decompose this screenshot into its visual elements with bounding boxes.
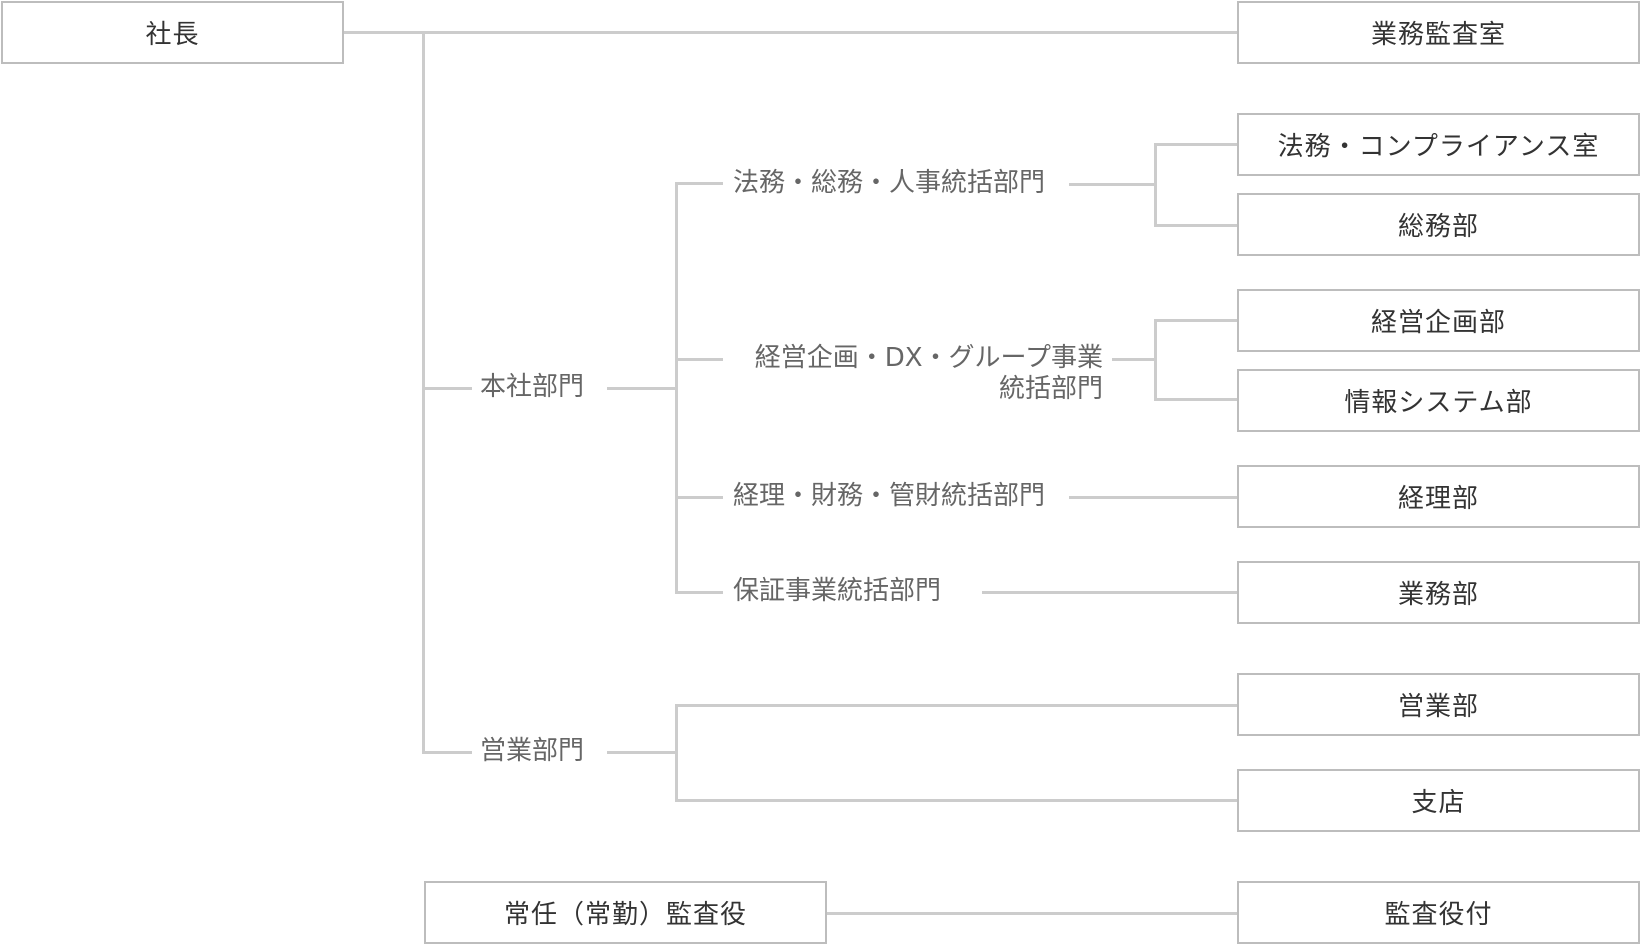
connector-group1-bracket [1154, 143, 1157, 227]
branch-label: 支店 [1411, 788, 1466, 818]
auditor-staff-label: 監査役付 [1384, 900, 1493, 930]
president-box: 社長 [1, 1, 344, 64]
internal-audit-box: 業務監査室 [1237, 1, 1640, 64]
information-systems-box: 情報システム部 [1237, 369, 1640, 432]
information-systems-label: 情報システム部 [1344, 388, 1533, 418]
connector-group1 [675, 182, 723, 185]
group-planning-dx-label: 経営企画・DX・グループ事業 統括部門 [733, 343, 1103, 405]
connector-joho [1154, 398, 1239, 401]
connector-keiei [1154, 319, 1239, 322]
connector-soumu [1154, 224, 1239, 227]
corporate-planning-label: 経営企画部 [1370, 308, 1506, 338]
auditor-box: 常任（常勤）監査役 [424, 881, 827, 944]
group-finance-label: 経理・財務・管財統括部門 [733, 481, 1046, 511]
operations-box: 業務部 [1237, 561, 1640, 624]
connector-honsha-out [607, 387, 678, 390]
connector-shiten [675, 799, 1239, 802]
auditor-label: 常任（常勤）監査役 [503, 900, 747, 930]
group-planning-dx-line1: 経営企画・DX・グループ事業 [754, 343, 1103, 373]
connector-main-trunk [422, 31, 425, 754]
connector-group2 [675, 358, 723, 361]
connector-eigyobu [675, 704, 1239, 707]
division-honsha-label: 本社部門 [480, 372, 585, 402]
sales-department-box: 営業部 [1237, 673, 1640, 736]
connector-group2-bracket [1154, 319, 1157, 400]
legal-compliance-box: 法務・コンプライアンス室 [1237, 113, 1640, 176]
legal-compliance-label: 法務・コンプライアンス室 [1277, 132, 1600, 162]
group-guarantee-label: 保証事業統括部門 [733, 576, 942, 606]
general-affairs-box: 総務部 [1237, 193, 1640, 256]
general-affairs-label: 総務部 [1397, 212, 1479, 242]
connector-eigyo [422, 751, 472, 754]
sales-department-label: 営業部 [1397, 692, 1479, 722]
connector-keiri [1069, 496, 1239, 499]
group-planning-dx-line2: 統括部門 [998, 374, 1103, 404]
connector-group3 [675, 496, 723, 499]
connector-houmu [1154, 143, 1239, 146]
connector-gyomu [982, 591, 1239, 594]
president-label: 社長 [145, 20, 200, 50]
connector-group4 [675, 591, 723, 594]
division-eigyo-label: 営業部門 [480, 736, 585, 766]
connector-group1-out [1069, 183, 1157, 186]
connector-honsha-trunk [675, 182, 678, 593]
connector-eigyo-out [607, 751, 678, 754]
accounting-box: 経理部 [1237, 465, 1640, 528]
accounting-label: 経理部 [1397, 484, 1479, 514]
connector-auditor [827, 912, 1239, 915]
connector-eigyo-bracket [675, 704, 678, 802]
connector-president-audit [343, 31, 1239, 34]
connector-honsha [422, 387, 472, 390]
operations-label: 業務部 [1397, 580, 1479, 610]
internal-audit-label: 業務監査室 [1370, 20, 1506, 50]
connector-group2-out [1112, 358, 1157, 361]
group-legal-admin-hr-label: 法務・総務・人事統括部門 [733, 168, 1046, 198]
branch-box: 支店 [1237, 769, 1640, 832]
corporate-planning-box: 経営企画部 [1237, 289, 1640, 352]
auditor-staff-box: 監査役付 [1237, 881, 1640, 944]
